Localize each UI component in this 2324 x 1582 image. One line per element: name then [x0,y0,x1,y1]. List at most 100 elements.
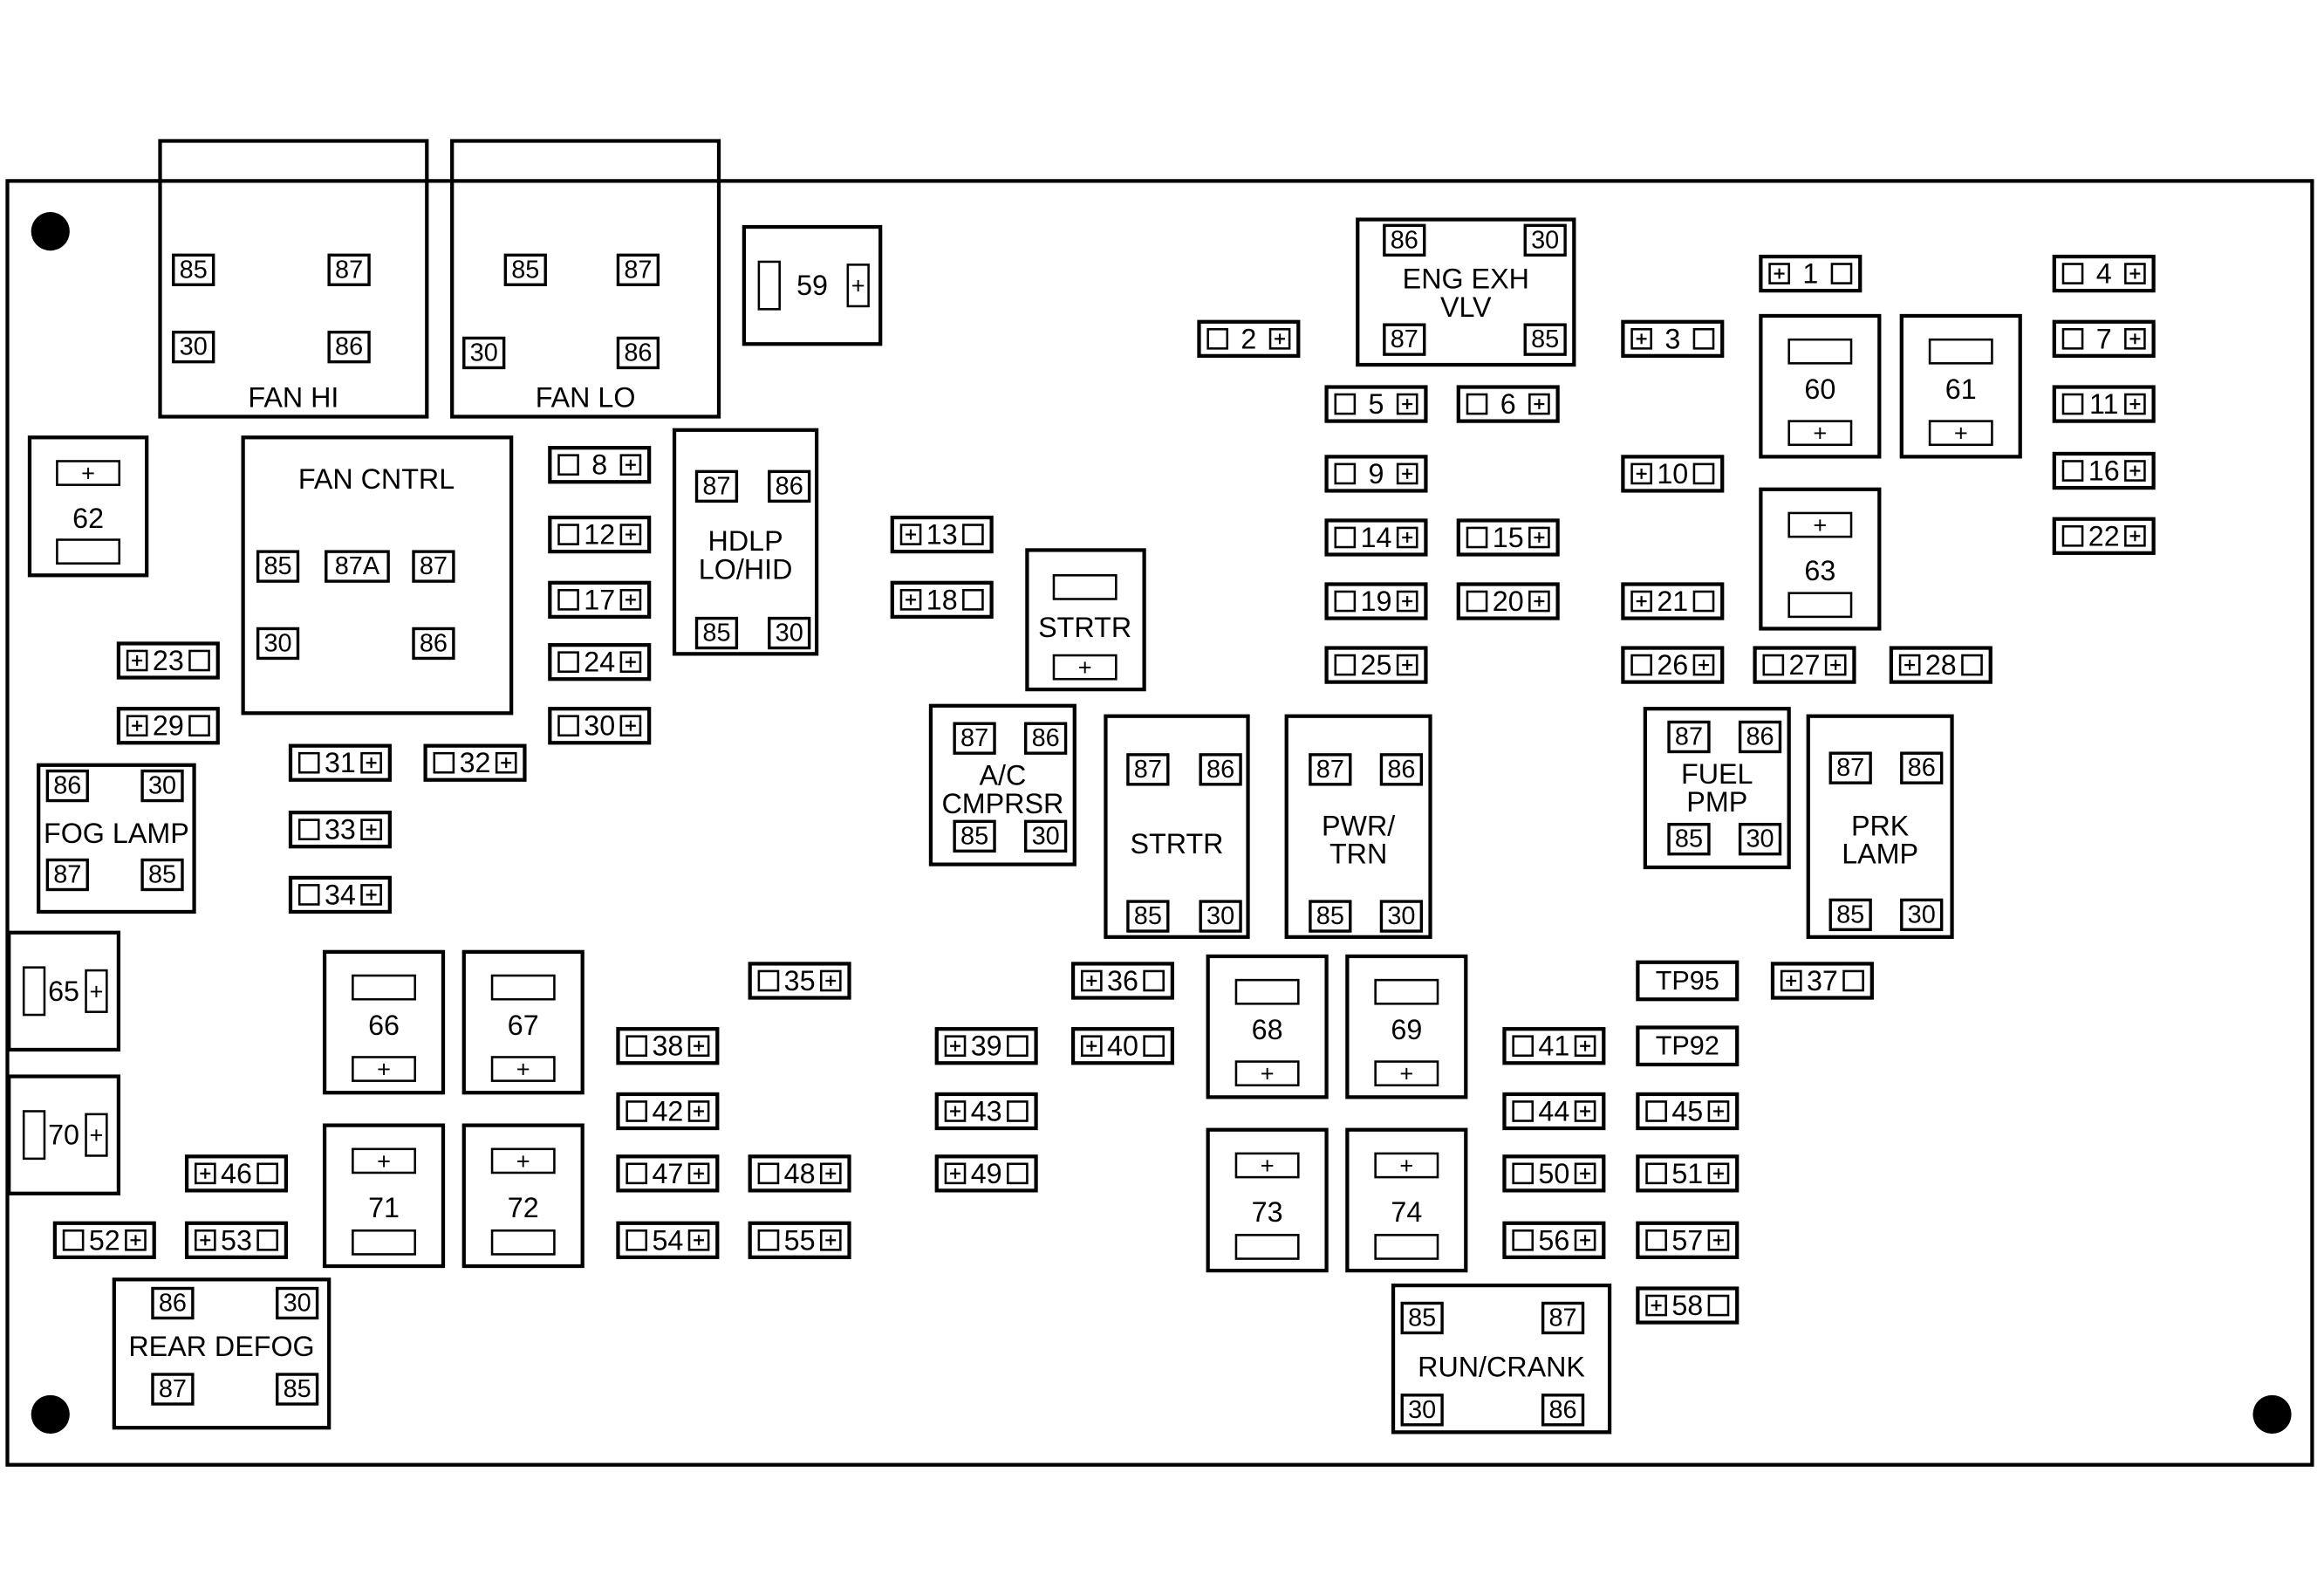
maxi-terminal [22,966,46,1017]
relay-pin-87 [327,253,371,286]
fuse-terminal-plus [944,1100,967,1122]
fuse-terminal [1692,590,1715,613]
fuse-terminal [962,524,984,545]
mini-fuse-11 [2052,385,2156,423]
maxi-terminal-plus [1787,511,1853,538]
fuse-terminal-plus [1574,1035,1596,1058]
fuse-terminal-plus [1692,654,1715,676]
relay-label-hdlp: LO/HID [699,554,793,586]
fuse-terminal [1762,654,1785,676]
mini-fuse-25 [1324,646,1428,684]
mini-fuse-label: 39 [971,1031,1002,1062]
fuse-terminal [1707,1294,1730,1317]
mini-fuse-48 [748,1154,851,1193]
mini-fuse-52 [52,1221,156,1259]
fuse-terminal-plus [194,1162,216,1185]
relay-pin-label: 30 [776,620,803,647]
relay-pin-87 [1309,753,1352,786]
relay-pin-85 [1126,900,1170,933]
relay-pin-87 [1383,323,1426,356]
fuse-terminal-plus [1768,263,1790,284]
relay-pin-label: 85 [1531,325,1559,353]
relay-pin-label: 87 [1675,723,1703,750]
fuse-terminal [557,651,579,674]
fuse-terminal-plus [1630,590,1652,613]
maxi-fuse-label: 68 [1252,1014,1283,1045]
fuse-terminal-plus [1630,462,1652,485]
strtr-fuse [1025,548,1146,692]
fuse-terminal-plus [819,1229,842,1251]
relay-pin-30 [1400,1394,1444,1427]
mini-fuse-44 [1502,1092,1606,1131]
fuse-terminal [1645,1229,1667,1251]
plus-sign: + [1399,1060,1413,1087]
fuse-terminal [2061,393,2084,415]
maxi-fuse-label: 59 [796,270,828,301]
maxi-terminal [56,538,121,565]
relay-pin-label: 87 [1134,756,1162,784]
plus-sign: + [1813,511,1827,538]
fuse-terminal-plus [2124,524,2146,547]
fuse-terminal [962,589,984,611]
relay-pin-label: 30 [1387,902,1415,930]
mini-fuse-40 [1070,1027,1175,1065]
fuse-terminal-plus [194,1229,216,1251]
maxi-terminal [490,1229,556,1256]
test-point-label: TP95 [1656,966,1719,996]
maxi-terminal [1052,574,1118,600]
mini-fuse-31 [288,743,392,782]
maxi-fuse-70 [7,1074,121,1195]
maxi-fuse-66 [322,949,446,1095]
fuse-terminal-plus [1396,654,1418,676]
mini-fuse-label: 32 [460,747,491,778]
relay-ac-cmprsr [928,703,1077,866]
maxi-terminal-plus [1234,1152,1300,1179]
maxi-fuse-71 [322,1123,446,1269]
maxi-terminal-plus [1374,1060,1439,1087]
relay-pin-label: 87 [1316,756,1344,784]
mini-fuse-label: 56 [1538,1224,1569,1256]
mini-fuse-label: 13 [926,519,958,551]
relay-pin-label: 87 [53,860,81,888]
fuse-terminal [1466,393,1488,415]
mini-fuse-17 [548,580,652,619]
maxi-terminal [352,974,416,1001]
fuse-terminal-plus [619,651,642,674]
fuse-terminal-plus [1080,1035,1103,1058]
fuse-terminal [1645,1162,1667,1185]
relay-label-ac-cmprsr: CMPRSR [941,788,1063,819]
relay-pin-label: 87 [335,256,363,284]
mini-fuse-label: 55 [784,1224,816,1256]
mini-fuse-label: 22 [2088,520,2120,551]
mini-fuse-label: 20 [1493,586,1524,617]
relay-pin-87 [694,469,739,503]
mini-fuse-label: 21 [1657,586,1688,617]
maxi-fuse-62 [27,435,149,578]
mini-fuse-label: 24 [584,647,615,678]
relay-strtr-relay [1104,714,1250,939]
relay-pin-label: 30 [148,772,176,800]
mounting-hole [2252,1394,2292,1435]
relay-pin-label: 85 [511,256,539,284]
mounting-hole [31,1394,70,1435]
fuse-terminal-plus [1080,969,1103,992]
fuse-terminal-plus [1396,590,1418,613]
relay-label-run-crank: RUN/CRANK [1418,1352,1585,1383]
relay-pin-86 [1379,753,1424,786]
relay-pin-30 [1523,223,1567,257]
relay-label-fog-lamp: FOG LAMP [44,818,189,849]
relay-pin-label: 30 [263,629,291,657]
relay-pin-label: 86 [624,339,652,366]
mini-fuse-label: 30 [584,710,615,742]
maxi-terminal-plus [846,264,870,308]
relay-pin-30 [462,336,506,370]
mini-fuse-18 [890,580,994,619]
maxi-terminal-plus [1928,420,1993,447]
mini-fuse-39 [934,1027,1038,1065]
maxi-fuse-label: 71 [368,1192,400,1223]
relay-pin-86 [45,769,89,803]
fuse-terminal-plus [1574,1100,1596,1122]
mini-fuse-label: 23 [153,645,184,676]
